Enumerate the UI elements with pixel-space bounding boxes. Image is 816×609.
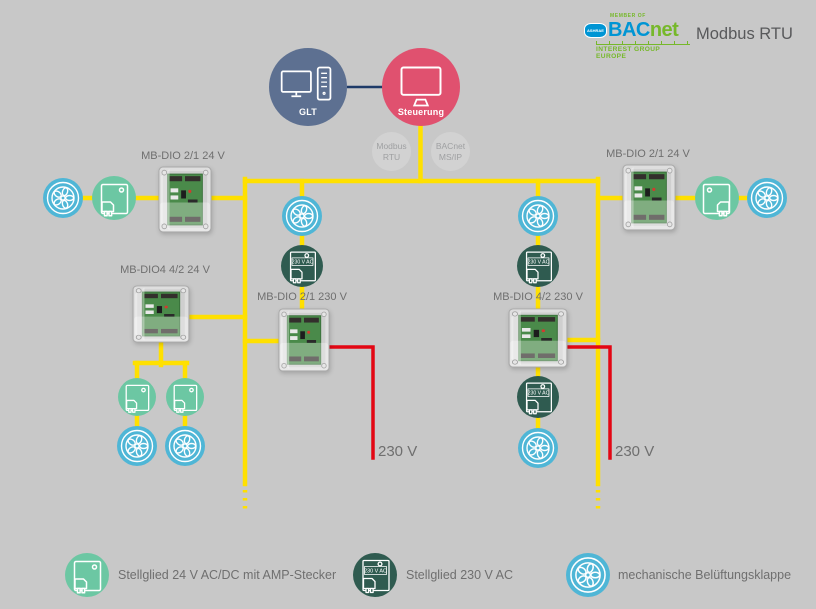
svg-text:230 V AC: 230 V AC: [364, 569, 387, 575]
actuator-230v-icon: 230 V AC: [353, 553, 397, 597]
fan-icon: [747, 178, 787, 218]
actuator-230v-node: 230 V AC: [517, 376, 559, 418]
fan-icon: [518, 428, 558, 468]
io-module-image: [508, 308, 568, 368]
fan-icon: [282, 196, 322, 236]
ashrae-logo: ASHRAE: [584, 22, 607, 38]
bacnet-member-of-text: MEMBER OF: [610, 13, 646, 19]
device-label: MB-DIO 2/1 230 V: [257, 291, 347, 303]
voltage-label-230v: 230 V: [378, 443, 418, 460]
fan-icon: [165, 426, 205, 466]
fan-icon: [566, 553, 610, 597]
fan-icon: [518, 196, 558, 236]
monitor-icon: [400, 66, 442, 107]
io-module-image: [132, 285, 190, 343]
fan-icon: [117, 426, 157, 466]
io-module-image: [622, 164, 676, 231]
svg-text:230 V AC: 230 V AC: [528, 260, 550, 266]
actuator-24v-node: [166, 378, 204, 416]
fan-damper-node: [282, 196, 322, 236]
actuator-24v-icon: [695, 176, 739, 220]
steuerung-label: Steuerung: [397, 107, 445, 117]
actuator-230v-icon: 230 V AC: [517, 376, 559, 418]
fan-damper-node: [117, 426, 157, 466]
bacnet-wordmark-net: net: [649, 18, 679, 41]
fan-damper-node: [518, 196, 558, 236]
legend-label: mechanische Belüftungsklappe: [618, 568, 792, 582]
device-box-mb-dio-21-230v: [278, 308, 330, 372]
actuator-24v-node: [92, 176, 136, 220]
legend-fan-damper: [566, 553, 610, 597]
device-box-mb-dio-21-24v-left: [158, 166, 212, 233]
device-box-mb-dio-21-24v-right: [622, 164, 676, 231]
actuator-24v-icon: [166, 378, 204, 416]
legend-actuator-230v: 230 V AC: [353, 553, 397, 597]
steuerung-node: Steuerung: [382, 48, 460, 126]
io-module-image: [278, 308, 330, 372]
actuator-230v-node: 230 V AC: [517, 245, 559, 287]
svg-text:230 V AC: 230 V AC: [292, 260, 314, 266]
device-label: MB-DIO4 4/2 24 V: [120, 264, 210, 276]
actuator-230v-node: 230 V AC: [281, 245, 323, 287]
device-label: MB-DIO 4/2 230 V: [493, 291, 583, 303]
bus-continuation-dots: [242, 490, 601, 512]
glt-label: GLT: [299, 107, 317, 117]
fan-icon: [43, 178, 83, 218]
bacnet-logo: MEMBER OF ASHRAE BAC net INTEREST GROUP …: [584, 13, 692, 60]
fan-damper-node: [518, 428, 558, 468]
legend-label: Stellglied 230 V AC: [406, 568, 514, 582]
actuator-230v-icon: 230 V AC: [517, 245, 559, 287]
glt-node: GLT: [269, 48, 347, 126]
page-title: Modbus RTU: [696, 25, 793, 43]
io-module-image: [158, 166, 212, 233]
voltage-label-230v: 230 V: [615, 443, 655, 460]
fan-damper-node: [165, 426, 205, 466]
legend-label: Stellglied 24 V AC/DC mit AMP-Stecker: [118, 568, 337, 582]
legend-actuator-24v: [65, 553, 109, 597]
bacnet-network-motif: [596, 41, 690, 45]
device-label: MB-DIO 2/1 24 V: [606, 148, 690, 160]
actuator-24v-icon: [92, 176, 136, 220]
actuator-230v-icon: 230 V AC: [281, 245, 323, 287]
bacnet-wordmark-bac: BAC: [608, 18, 650, 41]
actuator-24v-node: [695, 176, 739, 220]
actuator-24v-icon: [65, 553, 109, 597]
fan-damper-node: [747, 178, 787, 218]
actuator-24v-icon: [118, 378, 156, 416]
workstation-icon: [280, 66, 332, 101]
svg-text:230 V AC: 230 V AC: [528, 391, 550, 397]
actuator-24v-node: [118, 378, 156, 416]
fan-damper-node: [43, 178, 83, 218]
device-box-mb-dio-42-230v: [508, 308, 568, 368]
bacnet-tagline: INTEREST GROUP EUROPE: [596, 46, 661, 60]
device-label: MB-DIO 2/1 24 V: [141, 150, 225, 162]
device-box-mb-dio4-42-24v: [132, 285, 190, 343]
